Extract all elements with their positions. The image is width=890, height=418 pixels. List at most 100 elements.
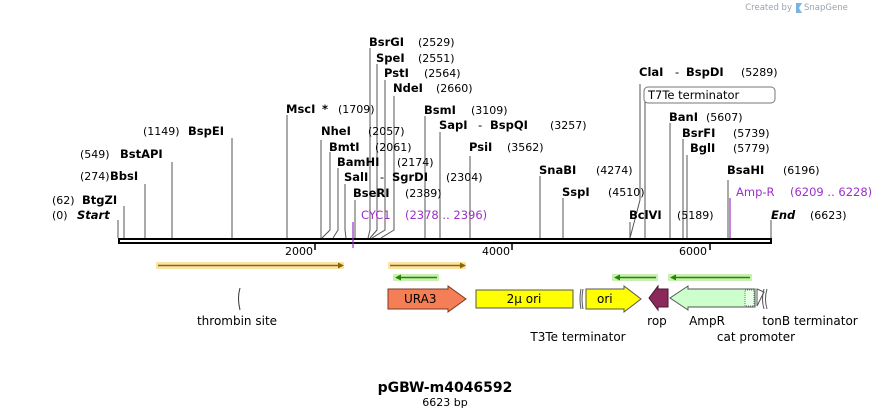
site-position: (6196) [783, 164, 820, 177]
site-position: (1709) [338, 103, 375, 116]
feature-cat-promoter[interactable]: cat promoter [717, 288, 795, 344]
site-label-bspdi[interactable]: BspDI [686, 65, 724, 79]
site-label-start[interactable]: Start [77, 208, 110, 222]
sequence-backbone [118, 238, 772, 244]
site-label-ndei[interactable]: NdeI [393, 81, 423, 95]
plasmid-length: 6623 bp [422, 396, 467, 409]
feature-thrombin-site[interactable]: thrombin site [197, 287, 277, 328]
site-position: (5779) [733, 142, 770, 155]
site-label-sgrdi[interactable]: SgrDI [392, 170, 428, 184]
site-label-bbsi[interactable]: BbsI [110, 169, 138, 183]
cat-promoter-label: cat promoter [717, 330, 795, 344]
site-position: (2529) [418, 36, 455, 49]
site-position: (274) [80, 170, 110, 183]
t7te-terminator-box [643, 86, 776, 104]
site-position: (2057) [368, 125, 405, 138]
site-position: (2304) [446, 171, 483, 184]
site-position: (1149) [143, 125, 180, 138]
site-label-psii[interactable]: PsiI [469, 140, 492, 154]
site-position: (2551) [418, 52, 455, 65]
site-position: (3109) [471, 104, 508, 117]
site-label-bsrgi[interactable]: BsrGI [369, 35, 404, 49]
site-label-spei[interactable]: SpeI [376, 51, 405, 65]
feature-rop[interactable]: rop [647, 284, 669, 328]
site-label-snabi[interactable]: SnaBI [539, 163, 576, 177]
site-label-bspqi[interactable]: BspQI [490, 118, 528, 132]
site-label-btgzi[interactable]: BtgZI [82, 193, 117, 207]
site-lines [117, 48, 772, 239]
site-label-msci[interactable]: MscI [286, 102, 315, 116]
ori-label: ori [597, 292, 613, 306]
site-label-bmti[interactable]: BmtI [329, 140, 360, 154]
site-position: (5607) [706, 111, 743, 124]
site-position: (5189) [677, 209, 714, 222]
site-separator: - [675, 65, 679, 79]
brand-product: SnapGene [804, 3, 848, 13]
site-position: (5289) [741, 66, 778, 79]
orf-reverse-2[interactable] [612, 274, 658, 281]
axis-tick-label: 4000 [482, 245, 510, 258]
site-label-sapi[interactable]: SapI [439, 118, 468, 132]
site-position: (2061) [375, 141, 412, 154]
orf-reverse-1[interactable] [393, 274, 439, 281]
axis-tick-label: 2000 [285, 245, 313, 258]
orf-forward-2[interactable] [388, 262, 466, 269]
site-position: (4274) [596, 164, 633, 177]
feature-2micron-ori[interactable]: 2µ ori [475, 289, 574, 309]
site-label-sali[interactable]: SalI [344, 170, 368, 184]
orf-reverse-3[interactable] [668, 274, 752, 281]
site-label-psti[interactable]: PstI [384, 66, 409, 80]
site-position: (3257) [550, 119, 587, 132]
feature-tonb-terminator[interactable]: tonB terminator [762, 288, 858, 328]
site-position: (5739) [733, 127, 770, 140]
site-label-bseri[interactable]: BseRI [353, 186, 390, 200]
axis-tick-label: 6000 [679, 245, 707, 258]
site-separator: - [380, 170, 384, 184]
site-label-bgli[interactable]: BglI [690, 141, 715, 155]
site-label-bsmi[interactable]: BsmI [424, 103, 456, 117]
t3te-terminator-label: T3Te terminator [529, 330, 625, 344]
feature-ura3[interactable]: URA3 [387, 285, 467, 313]
ampr-label: AmpR [689, 314, 725, 328]
site-label-bani[interactable]: BanI [669, 110, 698, 124]
snapgene-logo-icon [796, 3, 802, 13]
site-label-end[interactable]: End [771, 208, 796, 222]
site-label-bsrfi[interactable]: BsrFI [682, 126, 715, 140]
2micron-ori-label: 2µ ori [507, 292, 542, 306]
thrombin-site-label: thrombin site [197, 314, 277, 328]
site-position: (2564) [424, 67, 461, 80]
axis: 2000 4000 6000 [285, 244, 711, 258]
site-position: (2174) [397, 156, 434, 169]
site-label-bstapi[interactable]: BstAPI [120, 147, 163, 161]
plasmid-name: pGBW-m4046592 [378, 380, 513, 396]
ura3-label: URA3 [404, 292, 436, 306]
site-separator: - [478, 118, 482, 132]
tonb-terminator-label: tonB terminator [762, 314, 858, 328]
cyc1-primer-label[interactable]: CYC1 [361, 208, 391, 222]
ampr-primer-label[interactable]: Amp-R [736, 185, 775, 199]
brand-created-by: Created by [745, 3, 792, 13]
site-position: (62) [52, 194, 75, 207]
site-label-bsahi[interactable]: BsaHI [727, 163, 764, 177]
feature-ampr[interactable]: AmpR [669, 285, 756, 328]
site-position: (2389) [405, 187, 442, 200]
site-label-nhei[interactable]: NheI [321, 124, 351, 138]
site-label-bspei[interactable]: BspEI [188, 124, 224, 138]
cyc1-primer-range: (2378 .. 2396) [405, 208, 487, 222]
site-label-msci-star: * [322, 102, 328, 116]
feature-ori[interactable]: ori [585, 284, 642, 314]
site-position: (549) [80, 148, 110, 161]
site-position: (0) [52, 209, 68, 222]
site-label-bclvi[interactable]: BclVI [629, 208, 662, 222]
t7te-terminator-label[interactable]: T7Te terminator [647, 88, 740, 102]
site-label-sspi[interactable]: SspI [562, 185, 590, 199]
ampr-primer-range: (6209 .. 6228) [790, 185, 872, 199]
site-position: (4510) [608, 186, 645, 199]
site-label-bamhi[interactable]: BamHI [337, 155, 379, 169]
site-position: (6623) [810, 209, 847, 222]
feature-t3te-terminator[interactable]: T3Te terminator [529, 288, 626, 344]
orf-forward-1[interactable] [156, 262, 344, 269]
site-label-clai[interactable]: ClaI [639, 65, 663, 79]
site-position: (2660) [436, 82, 473, 95]
